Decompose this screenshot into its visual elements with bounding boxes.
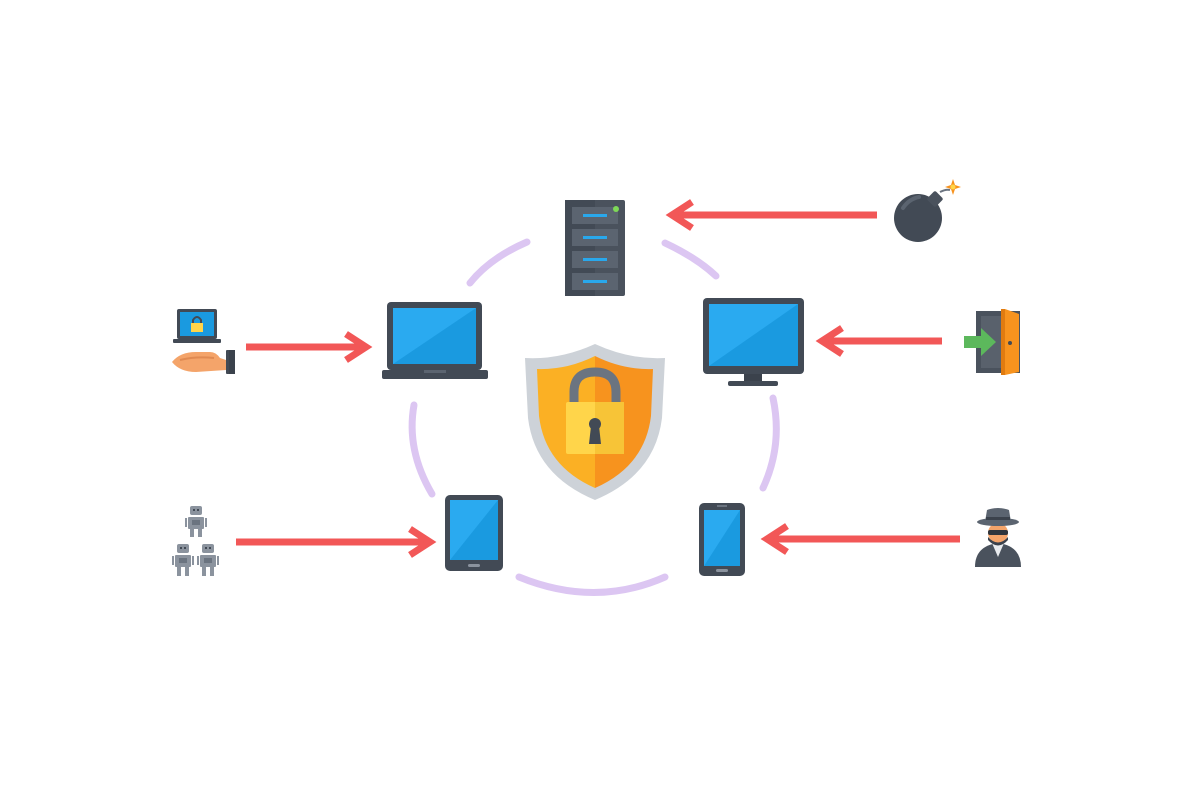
arrow-robots-to-tablet [236, 526, 437, 558]
bomb-icon [894, 179, 961, 242]
arrow-ransom-to-laptop [246, 331, 373, 363]
shield-lock-icon [525, 344, 665, 500]
monitor-icon [703, 298, 804, 386]
server-icon [565, 200, 625, 296]
ring-arc-left [408, 401, 436, 498]
tablet-icon [445, 495, 503, 571]
robot-left [172, 544, 194, 576]
ring-arc-top-left [466, 238, 531, 287]
robots-group-icon [172, 506, 219, 576]
arrow-door-to-monitor [815, 325, 942, 357]
ring-arc-bottom [515, 573, 669, 596]
robot-top [185, 506, 207, 537]
arrows [236, 199, 960, 558]
locked-laptop-in-hand-icon [172, 309, 235, 374]
arrow-bomb-to-server [665, 199, 877, 231]
ring-arc-right [759, 394, 780, 492]
phone-icon [699, 503, 745, 576]
ring-arc-top-right [661, 239, 720, 280]
arrow-spy-to-phone [760, 523, 960, 555]
door-entry-icon [964, 309, 1020, 375]
hacker-spy-icon [975, 508, 1021, 567]
laptop-icon [382, 302, 488, 379]
ring [408, 238, 780, 596]
robot-right [197, 544, 219, 576]
